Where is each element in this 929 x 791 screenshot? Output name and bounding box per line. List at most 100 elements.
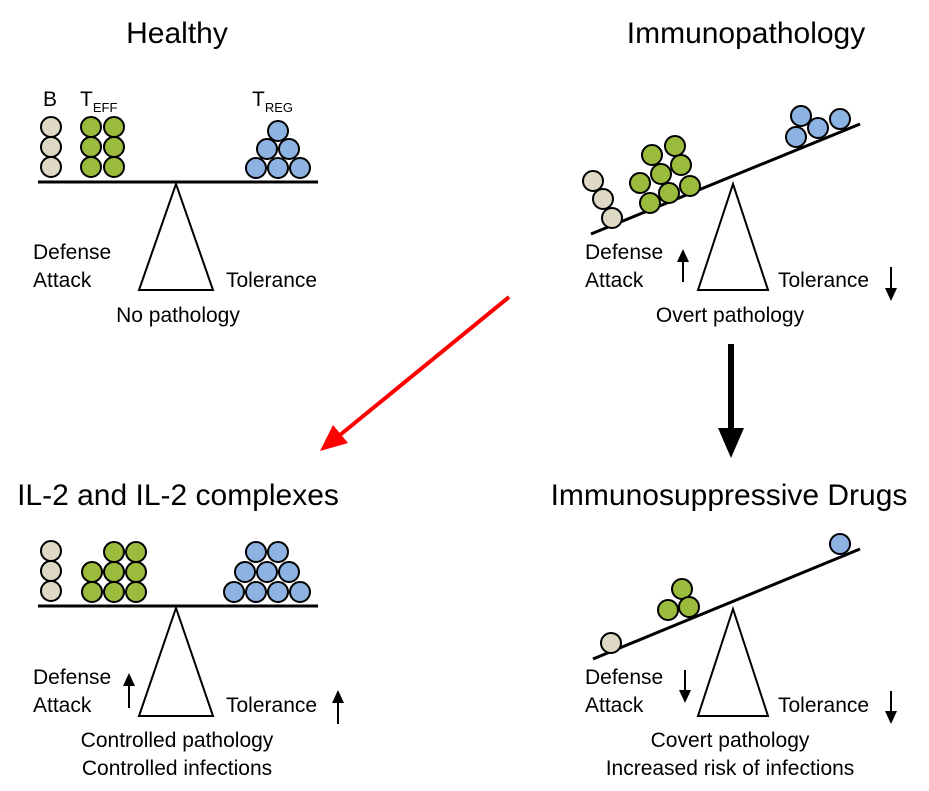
teff-cell (670, 154, 692, 176)
teff-cell (641, 144, 663, 166)
treg-cell (790, 105, 812, 127)
teff-cell (81, 561, 103, 583)
caption-line-1: Controlled pathology (81, 729, 274, 752)
arrow-down-icon (885, 691, 897, 724)
treg-cell (223, 581, 245, 603)
treg-cell (267, 541, 289, 563)
teff-cell (658, 182, 680, 204)
panel-immunopathology: Immunopathology Defense Attack (582, 17, 897, 327)
treg-cell (234, 561, 256, 583)
panel-title-healthy: Healthy (126, 17, 228, 50)
arrow-up-icon (123, 673, 135, 708)
treg-cell (278, 138, 300, 160)
teff-cell (125, 561, 147, 583)
attack-label: Attack (585, 269, 644, 292)
red-arrow-icon (320, 295, 511, 451)
attack-label: Attack (33, 694, 92, 717)
teff-cell (80, 136, 102, 158)
teff-cell (80, 156, 102, 178)
panel-title-drugs: Immunosuppressive Drugs (551, 479, 908, 512)
cell-label-b: B (43, 88, 57, 111)
caption: No pathology (116, 304, 240, 327)
attack-label: Attack (33, 269, 92, 292)
treg-cell (267, 120, 289, 142)
panel-il2: IL-2 and IL-2 complexes (17, 479, 344, 780)
b-cell (601, 207, 623, 229)
balance-beam (592, 547, 861, 661)
cell-label-teff-main: T (80, 88, 93, 111)
b-cell (40, 560, 62, 582)
panel-healthy: Healthy B TEFF TREG Defense Att (33, 17, 318, 327)
b-cell (40, 156, 62, 178)
balance-fulcrum (137, 180, 215, 291)
arrow-up-icon (677, 249, 689, 282)
teff-cell-stack (629, 135, 701, 214)
tolerance-label: Tolerance (226, 694, 317, 717)
defense-label: Defense (33, 241, 111, 264)
treg-cell (829, 533, 851, 555)
teff-cell (657, 599, 679, 621)
teff-cell (103, 156, 125, 178)
treg-cell (256, 561, 278, 583)
treg-cell (245, 581, 267, 603)
cell-label-treg: TREG (252, 88, 293, 115)
treg-cell (245, 157, 267, 179)
teff-cell (103, 541, 125, 563)
teff-cell-pyramid (81, 541, 147, 603)
cell-label-treg-sub: REG (265, 100, 293, 115)
teff-cell (678, 596, 700, 618)
treg-cell (785, 126, 807, 148)
teff-cell-cluster (657, 578, 700, 621)
teff-cell (103, 116, 125, 138)
treg-cell (807, 117, 829, 139)
balance-fulcrum (696, 180, 770, 291)
teff-cell (650, 163, 672, 185)
panel-drugs: Immunosuppressive Drugs Defense Attack T… (551, 479, 908, 780)
b-cell (40, 116, 62, 138)
treg-cell (245, 541, 267, 563)
b-cell (592, 188, 614, 210)
defense-label: Defense (585, 241, 663, 264)
treg-cell-cluster (785, 105, 851, 148)
arrow-down-icon (885, 267, 897, 301)
tolerance-label: Tolerance (778, 694, 869, 717)
treg-cell (256, 138, 278, 160)
defense-label: Defense (585, 666, 663, 689)
teff-cell (679, 175, 701, 197)
b-cell (40, 580, 62, 602)
teff-cell (125, 581, 147, 603)
teff-cell (81, 581, 103, 603)
treg-cell (278, 561, 300, 583)
cell-label-treg-main: T (252, 88, 265, 111)
treg-cell (829, 108, 851, 130)
cell-label-teff: TEFF (80, 88, 117, 115)
treg-cell (267, 581, 289, 603)
teff-cell-stack (80, 116, 125, 178)
teff-cell (639, 192, 661, 214)
treg-cell-pyramid (245, 120, 311, 179)
caption: Overt pathology (656, 304, 805, 327)
teff-cell (103, 561, 125, 583)
balance-beam (590, 122, 861, 236)
tolerance-label: Tolerance (226, 269, 317, 292)
treg-cell (289, 157, 311, 179)
teff-cell (80, 116, 102, 138)
teff-cell (664, 135, 686, 157)
b-cell-stack (40, 540, 62, 602)
panel-title-il2: IL-2 and IL-2 complexes (17, 479, 339, 512)
treg-cell-pyramid (223, 541, 311, 603)
caption-line-2: Controlled infections (82, 757, 272, 780)
arrow-up-icon (332, 690, 344, 724)
treg-cell (289, 581, 311, 603)
b-cell-stack (582, 170, 623, 229)
b-cell (600, 632, 622, 654)
teff-cell (125, 541, 147, 563)
caption-line-2: Increased risk of infections (606, 757, 855, 780)
tolerance-label: Tolerance (778, 269, 869, 292)
teff-cell (629, 172, 651, 194)
defense-label: Defense (33, 666, 111, 689)
b-cell (40, 540, 62, 562)
panel-title-immunopathology: Immunopathology (627, 17, 865, 50)
caption-line-1: Covert pathology (651, 729, 810, 752)
cell-label-teff-sub: EFF (93, 100, 118, 115)
